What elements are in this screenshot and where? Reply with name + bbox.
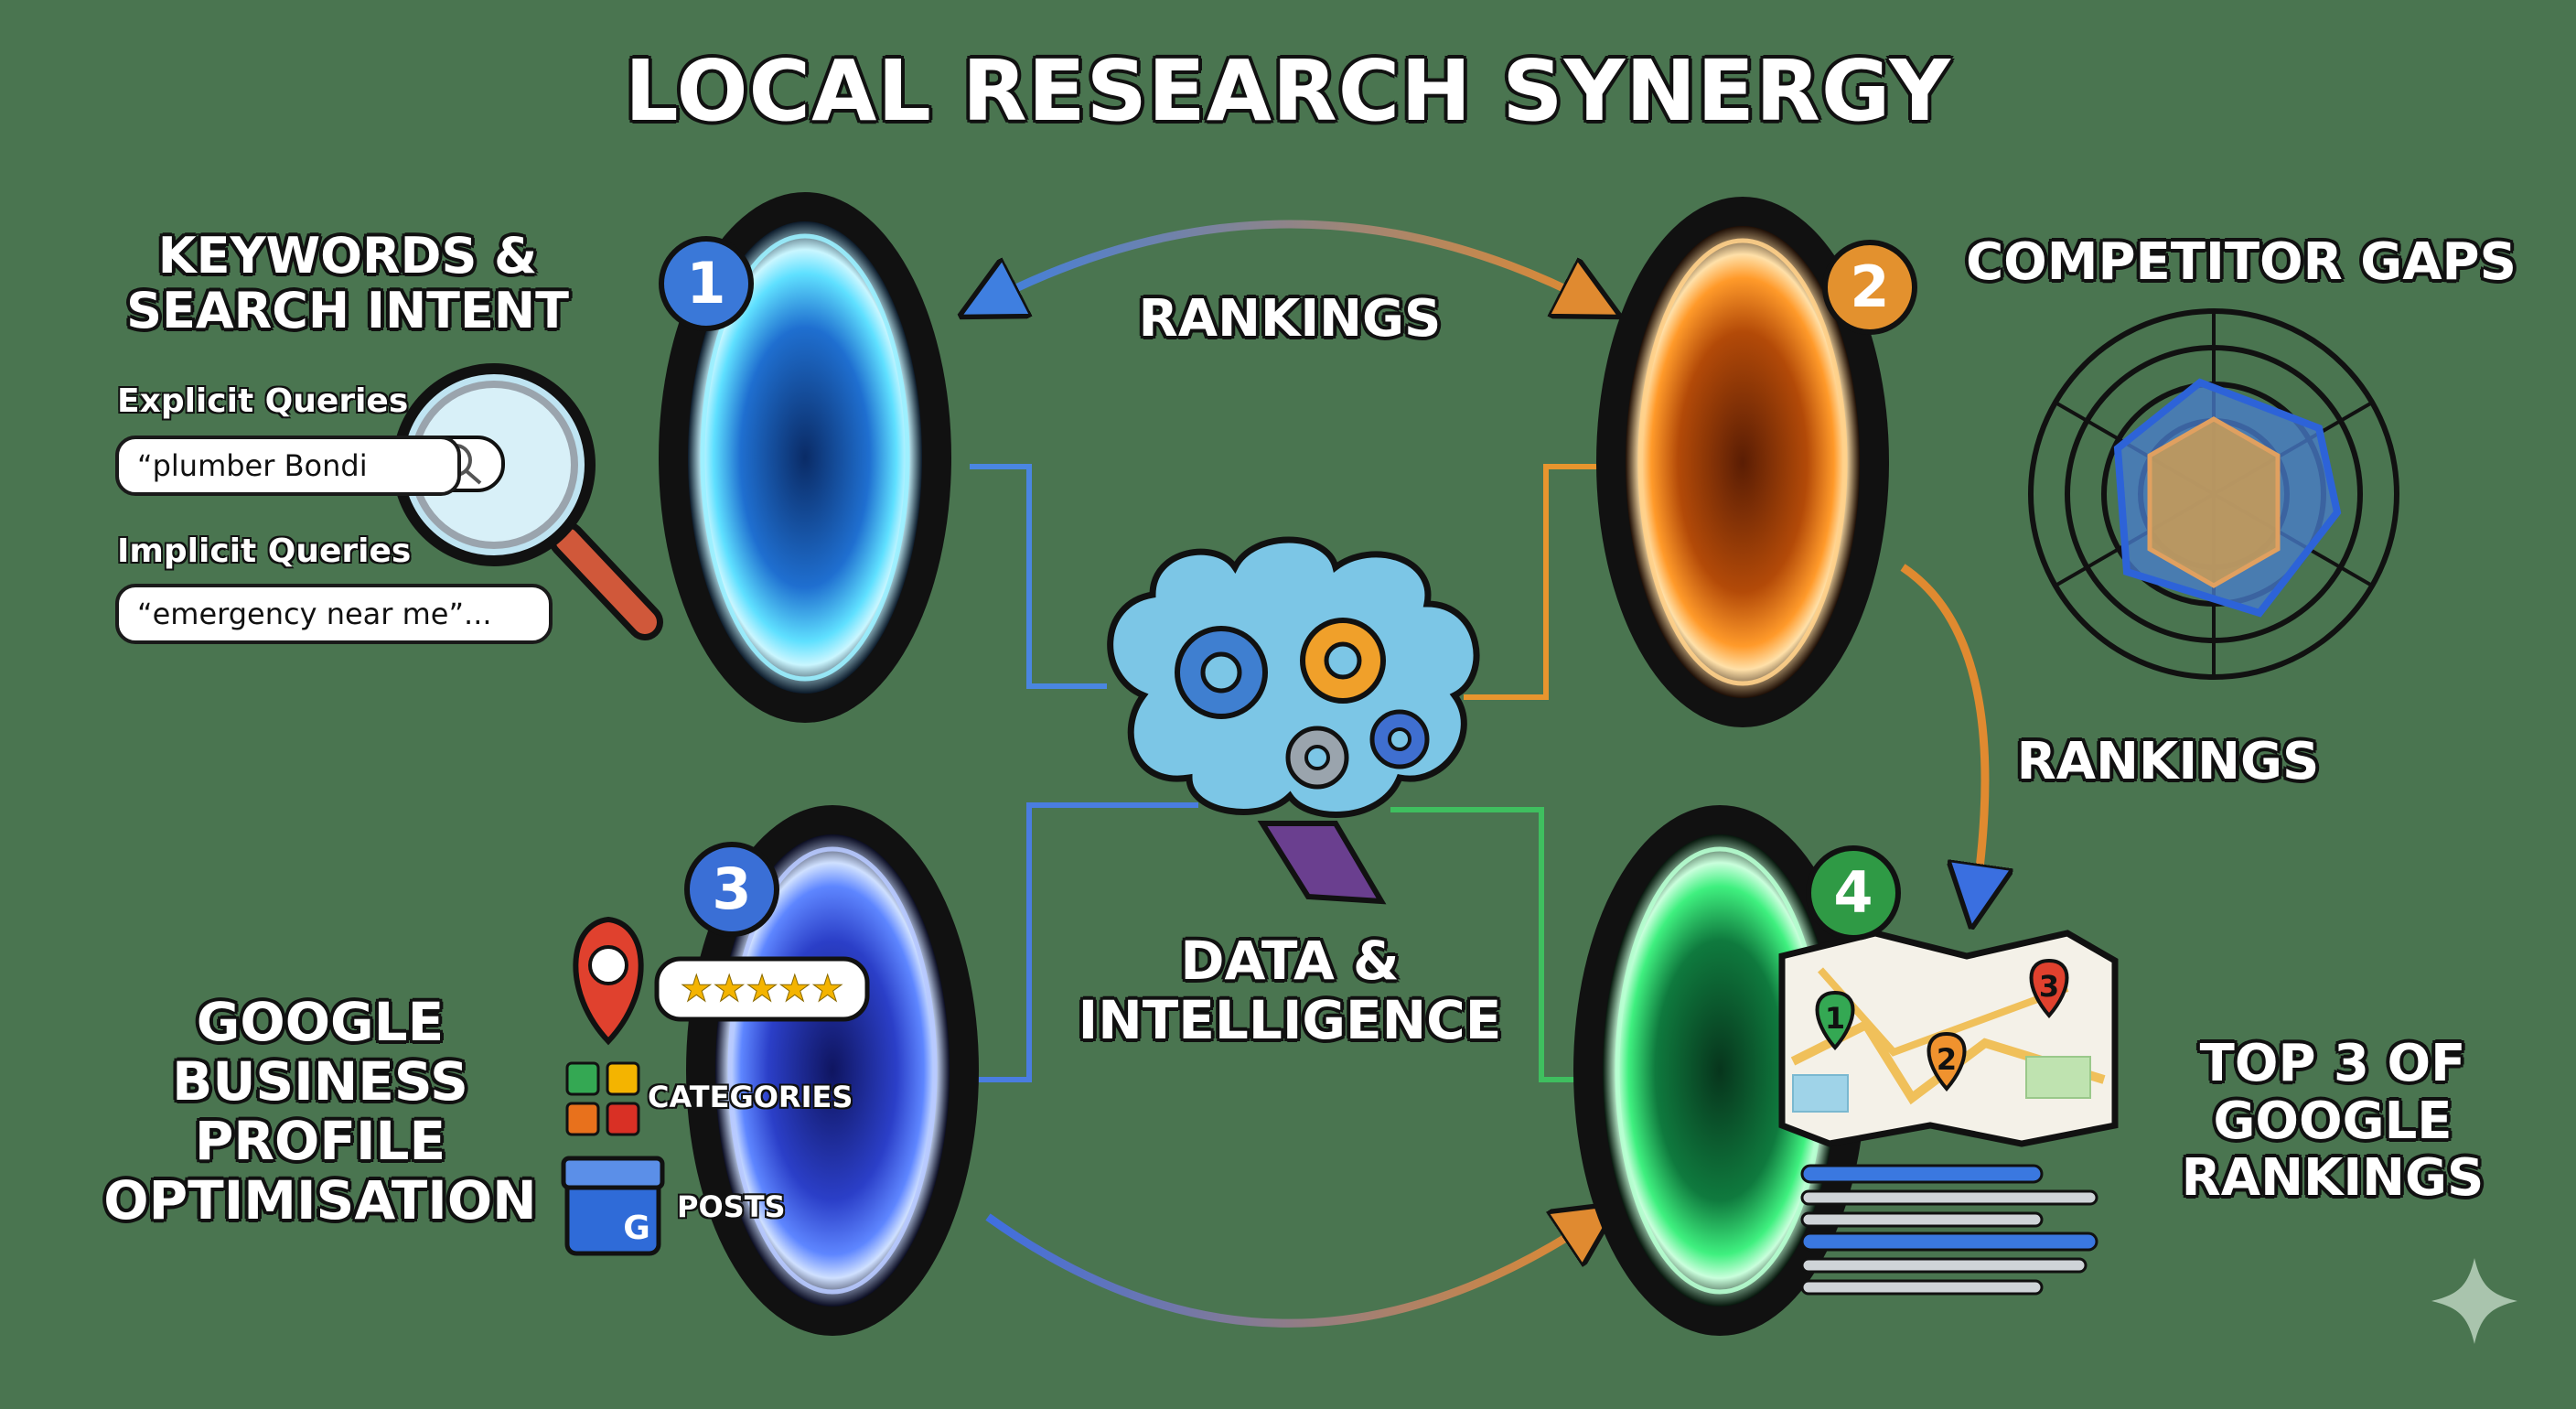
map-pin-label-1: 1 <box>1825 1001 1845 1036</box>
step-badge-4: 4 <box>1806 845 1901 941</box>
categories-icon <box>565 1061 640 1136</box>
keywords-heading-line2: SEARCH INTENT <box>126 282 569 340</box>
map-pin-3 <box>2029 958 2069 1019</box>
portal-4 <box>1573 805 1866 1336</box>
implicit-queries-label: Implicit Queries <box>117 532 412 570</box>
gbp-heading-line4: OPTIMISATION <box>103 1168 537 1232</box>
keywords-heading: KEYWORDS & SEARCH INTENT <box>91 227 604 340</box>
bottom-arrow <box>985 1217 1592 1328</box>
portal-3 <box>686 805 979 1336</box>
explicit-query-example: “plumber Bondi <box>115 436 461 496</box>
gear-icon-gray <box>1285 726 1349 790</box>
step-badge-3: 3 <box>684 842 779 937</box>
data-intelligence-line1: DATA & <box>1180 930 1400 992</box>
data-intelligence-label: DATA & INTELLIGENCE <box>1043 931 1537 1050</box>
explicit-queries-label: Explicit Queries <box>117 382 409 420</box>
gear-icon-orange <box>1300 618 1386 704</box>
gbp-heading-line1: GOOGLE <box>196 991 445 1053</box>
rankings-label-right: RANKINGS <box>2016 732 2320 791</box>
map-pin-1 <box>1815 990 1855 1051</box>
page-title: LOCAL RESEARCH SYNERGY <box>625 42 1951 140</box>
gbp-heading: GOOGLE BUSINESS PROFILE OPTIMISATION <box>64 993 576 1231</box>
connector-3 <box>970 802 1198 1082</box>
gbp-heading-line2: BUSINESS <box>172 1049 468 1113</box>
gbp-heading-line3: PROFILE <box>194 1109 446 1172</box>
keywords-heading-line1: KEYWORDS & <box>157 227 538 285</box>
map-pin-label-3: 3 <box>2039 969 2059 1004</box>
top3-heading-line2: GOOGLE <box>2213 1091 2453 1151</box>
map-pin-icon <box>573 916 644 1046</box>
step-badge-2: 2 <box>1822 240 1917 335</box>
results-list-icon <box>1800 1164 2098 1296</box>
data-intelligence-line2: INTELLIGENCE <box>1078 988 1502 1051</box>
rating-stars: ★★★★★ <box>680 968 843 1010</box>
radar-chart-icon <box>2028 308 2399 680</box>
connector-2 <box>1464 464 1610 700</box>
top3-heading-line3: RANKINGS <box>2181 1148 2485 1209</box>
rankings-arrow-right <box>1900 564 1985 897</box>
sparkle-icon <box>2431 1258 2517 1344</box>
competitor-gaps-heading: COMPETITOR GAPS <box>1966 232 2517 292</box>
rating-box: ★★★★★ <box>654 956 870 1022</box>
implicit-query-example: “emergency near me”... <box>115 584 553 644</box>
categories-label: CATEGORIES <box>648 1080 853 1114</box>
gear-icon-blue-small <box>1369 709 1430 769</box>
store-letter: G <box>623 1210 650 1247</box>
top3-heading-line1: TOP 3 OF <box>2199 1034 2466 1093</box>
gear-icon <box>1175 626 1268 719</box>
map-pin-label-2: 2 <box>1937 1042 1957 1077</box>
magnifier-icon <box>392 363 663 640</box>
portal-1 <box>659 192 951 723</box>
rankings-label-top: RANKINGS <box>1138 289 1442 349</box>
top3-heading: TOP 3 OF GOOGLE RANKINGS <box>2131 1034 2534 1209</box>
map-pin-2 <box>1927 1031 1967 1092</box>
rankings-arrow-top <box>988 220 1592 302</box>
portal-2 <box>1596 197 1889 727</box>
connector-1 <box>970 464 1107 689</box>
step-badge-1: 1 <box>659 236 754 331</box>
store-icon <box>561 1156 665 1256</box>
posts-label: POSTS <box>677 1189 786 1224</box>
